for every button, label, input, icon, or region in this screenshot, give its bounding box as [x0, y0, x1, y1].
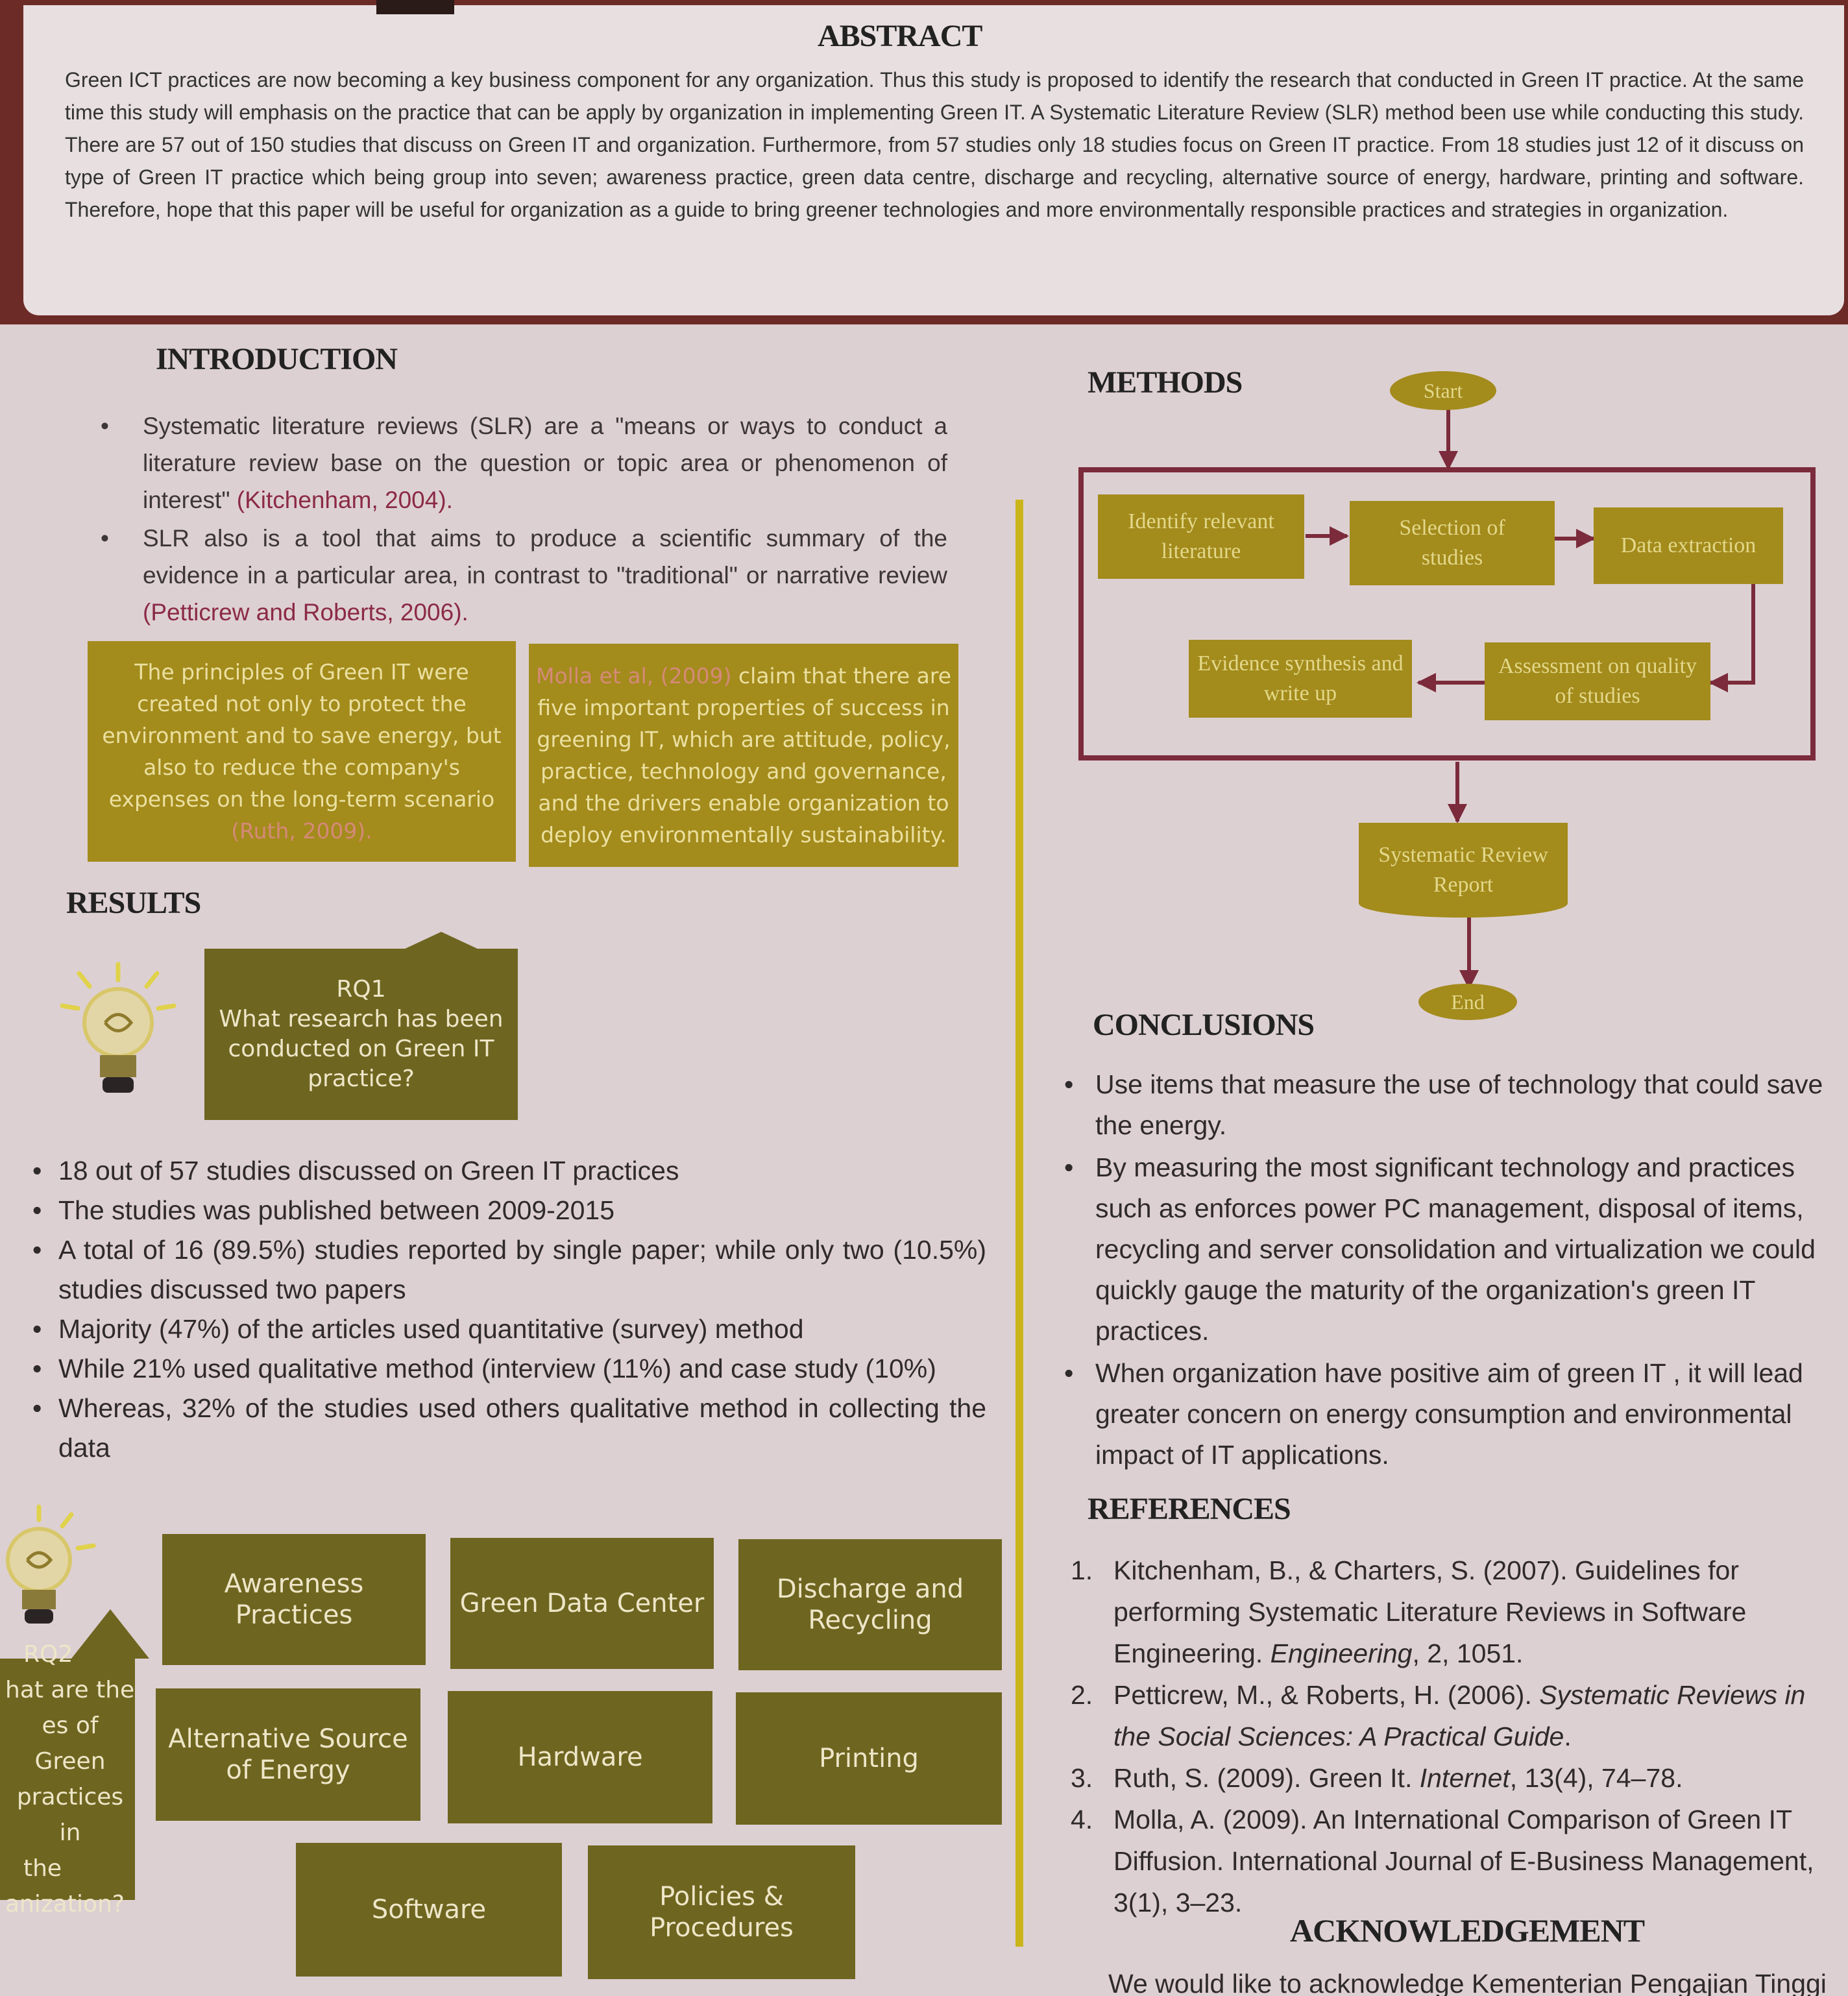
references-list: 1. Kitchenham, B., & Charters, S. (2007).… [1064, 1550, 1848, 1923]
rq2-question-line: anization? [5, 1891, 125, 1917]
list-item: By measuring the most significant techno… [1064, 1147, 1848, 1352]
introduction-heading: INTRODUCTION [156, 342, 398, 376]
rq1-label: RQ1 [336, 976, 386, 1003]
list-item: Systematic literature reviews (SLR) are … [97, 408, 947, 518]
abstract-panel [19, 5, 1848, 319]
category-hardware: Hardware [448, 1691, 712, 1823]
rq2-question-line: es of Green [34, 1712, 106, 1775]
category-discharge-recycling: Discharge and Recycling [738, 1539, 1002, 1670]
rq2-question-line: the [23, 1855, 62, 1882]
citation-link: (Kitchenham, 2004). [236, 487, 453, 513]
rq1-question: What research has been conducted on Gree… [219, 1006, 504, 1092]
results-list: 18 out of 57 studies discussed on Green … [26, 1151, 986, 1468]
results-heading: RESULTS [66, 886, 201, 920]
flow-step-extraction: Data extraction [1594, 507, 1783, 584]
flow-step-assessment: Assessment on quality of studies [1485, 642, 1710, 720]
rq2-callout: RQ2 hat are the es of Green practices in… [0, 1641, 135, 1917]
category-policies-procedures: Policies & Procedures [588, 1845, 855, 1979]
rq2-question-line: practices in [16, 1784, 124, 1846]
column-divider [1015, 500, 1023, 1947]
flow-step-identify: Identify relevant literature [1098, 494, 1304, 579]
acknowledgement-heading: ACKNOWLEDGEMENT [1290, 1912, 1645, 1949]
ref-tail: , 13(4), 74–78. [1509, 1763, 1683, 1793]
lightbulb-icon [6, 1504, 96, 1624]
intro-bullet-text: SLR also is a tool that aims to produce … [143, 525, 947, 589]
rq2-notch [71, 1609, 149, 1659]
ref-text: Molla, A. (2009). An International Compa… [1113, 1805, 1814, 1917]
ref-tail: . [1564, 1722, 1572, 1751]
list-item: Use items that measure the use of techno… [1064, 1064, 1848, 1146]
lightbulb-icon [60, 962, 176, 1093]
principles-citation: (Ruth, 2009). [231, 818, 372, 844]
flow-report: Systematic Review Report [1359, 823, 1568, 918]
ref-italic: Systematic Reviews in the Social Science… [1113, 1680, 1806, 1751]
molla-text: claim that there are five important prop… [537, 663, 952, 847]
header-tab [376, 0, 454, 14]
list-item: When organization have positive aim of g… [1064, 1353, 1848, 1476]
category-green-data-center: Green Data Center [450, 1538, 714, 1669]
ref-number: 3. [1071, 1763, 1093, 1793]
list-item: 2. Petticrew, M., & Roberts, H. (2006). S… [1064, 1674, 1848, 1757]
category-awareness-practices: Awareness Practices [162, 1534, 426, 1665]
list-item: SLR also is a tool that aims to produce … [97, 520, 947, 631]
list-item: Majority (47%) of the articles used quan… [26, 1309, 986, 1349]
list-item: The studies was published between 2009-2… [26, 1191, 986, 1230]
list-item: A total of 16 (89.5%) studies reported b… [26, 1230, 986, 1309]
molla-citation: Molla et al, (2009) [535, 663, 732, 688]
ref-number: 2. [1071, 1680, 1093, 1710]
ref-number: 4. [1071, 1805, 1093, 1834]
category-printing: Printing [736, 1692, 1002, 1825]
conclusions-list: Use items that measure the use of techno… [1064, 1064, 1848, 1477]
list-item: Whereas, 32% of the studies used others … [26, 1389, 986, 1468]
rq1-callout: RQ1 What research has been conducted on … [204, 949, 518, 1120]
ref-text: Kitchenham, B., & Charters, S. (2007). G… [1113, 1555, 1747, 1668]
abstract-text: Green ICT practices are now becoming a k… [65, 68, 1804, 221]
list-item: 18 out of 57 studies discussed on Green … [26, 1151, 986, 1191]
abstract-heading: ABSTRACT [818, 19, 982, 53]
flow-end: End [1418, 984, 1517, 1020]
list-item: 3. Ruth, S. (2009). Green It. Internet, 1… [1064, 1757, 1848, 1799]
category-software: Software [296, 1843, 562, 1977]
rq2-question-line: hat are the [5, 1677, 135, 1703]
ref-text: Ruth, S. (2009). Green It. [1113, 1763, 1420, 1793]
ref-number: 1. [1071, 1555, 1093, 1585]
rq2-label: RQ2 [23, 1641, 73, 1668]
introduction-list: Systematic literature reviews (SLR) are … [97, 408, 947, 632]
principles-callout: The principles of Green IT were created … [88, 641, 516, 862]
molla-callout: Molla et al, (2009) claim that there are… [529, 644, 958, 867]
rq1-notch [402, 932, 480, 950]
list-item: While 21% used qualitative method (inter… [26, 1349, 986, 1389]
intro-bullet-text: Systematic literature reviews (SLR) are … [143, 413, 947, 513]
list-item: 4. Molla, A. (2009). An International Com… [1064, 1799, 1848, 1923]
methods-heading: METHODS [1088, 365, 1243, 400]
principles-text: The principles of Green IT were created … [102, 659, 502, 812]
flow-step-selection: Selection of studies [1350, 501, 1555, 585]
flow-step-synthesis: Evidence synthesis and write up [1189, 640, 1412, 718]
list-item: 1. Kitchenham, B., & Charters, S. (2007).… [1064, 1550, 1848, 1674]
flow-start: Start [1390, 371, 1496, 410]
acknowledgement-text: We would like to acknowledge Kementerian… [1108, 1969, 1827, 1996]
ref-italic: Engineering [1270, 1638, 1413, 1668]
conclusions-heading: CONCLUSIONS [1093, 1008, 1315, 1042]
ref-italic: Internet [1419, 1763, 1510, 1793]
category-alternative-energy: Alternative Source of Energy [156, 1688, 420, 1821]
citation-link: (Petticrew and Roberts, 2006). [143, 599, 468, 626]
ref-tail: , 2, 1051. [1412, 1638, 1524, 1668]
ref-text: Petticrew, M., & Roberts, H. (2006). [1113, 1680, 1540, 1710]
references-heading: REFERENCES [1088, 1492, 1291, 1526]
